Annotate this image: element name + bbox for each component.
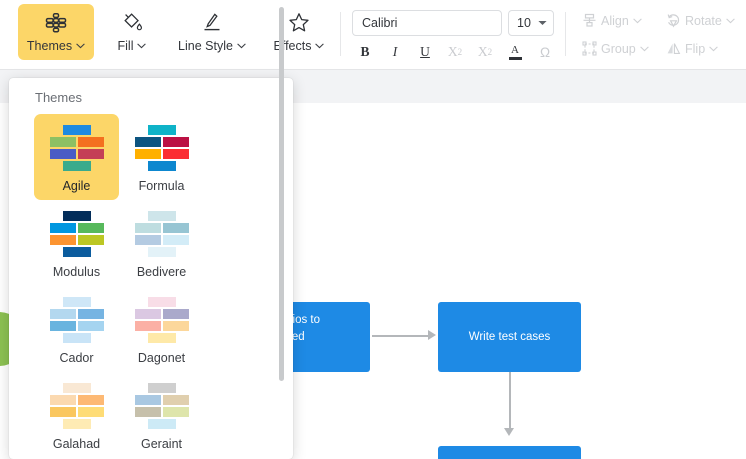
toolbar-separator <box>565 12 566 56</box>
chevron-down-icon <box>726 18 735 24</box>
chevron-down-icon <box>633 18 642 24</box>
rotate-button[interactable]: Rotate <box>666 13 735 28</box>
theme-swatch-icon <box>48 383 106 427</box>
theme-swatch-icon <box>48 297 106 341</box>
group-icon <box>582 41 597 56</box>
theme-option-cador[interactable]: Cador <box>34 286 119 372</box>
node-label: Write test cases <box>469 329 551 346</box>
paint-bucket-icon <box>121 12 143 34</box>
theme-option-modulus[interactable]: Modulus <box>34 200 119 286</box>
subscript-button[interactable]: X2 <box>440 41 470 63</box>
theme-option-label: Agile <box>63 179 91 193</box>
align-button[interactable]: Align <box>582 13 642 28</box>
theme-option-galahad[interactable]: Galahad <box>34 372 119 458</box>
themes-panel-title: Themes <box>35 90 82 105</box>
themes-button[interactable]: Themes <box>18 4 94 60</box>
theme-swatch-icon <box>133 297 191 341</box>
theme-option-label: Formula <box>139 179 185 193</box>
fill-button-label: Fill <box>118 39 147 53</box>
flip-button-label: Flip <box>685 42 705 56</box>
theme-option-label: Modulus <box>53 265 100 279</box>
rotate-button-label: Rotate <box>685 14 722 28</box>
toolbar-separator <box>340 12 341 56</box>
theme-option-label: Bedivere <box>137 265 186 279</box>
superscript-button[interactable]: X2 <box>470 41 500 63</box>
star-icon <box>288 12 310 34</box>
group-button[interactable]: Group <box>582 41 649 56</box>
theme-option-label: Cador <box>59 351 93 365</box>
theme-option-formula[interactable]: Formula <box>119 114 204 200</box>
text-format-toolbar: B I U X2 X2 A Ω <box>350 41 560 63</box>
font-size-value: 10 <box>517 16 531 30</box>
toolbar: Themes Fill <box>0 0 746 70</box>
connector-write-to-execute[interactable] <box>509 372 511 432</box>
group-button-label: Group <box>601 42 636 56</box>
themes-button-label: Themes <box>27 39 85 53</box>
flip-button[interactable]: Flip <box>666 41 718 56</box>
line-style-button[interactable]: Line Style <box>166 4 258 60</box>
theme-option-label: Geraint <box>141 437 182 451</box>
font-family-input[interactable]: Calibri <box>352 10 502 36</box>
align-button-label: Align <box>601 14 629 28</box>
theme-option-geraint[interactable]: Geraint <box>119 372 204 458</box>
line-style-button-label: Line Style <box>178 39 246 53</box>
themes-grid: Agile FormulaModulus BedivereCador DagonetG… <box>23 114 281 458</box>
theme-option-label: Galahad <box>53 437 100 451</box>
theme-option-dagonet[interactable]: Dagonet <box>119 286 204 372</box>
chevron-down-icon <box>640 46 649 52</box>
themes-panel-scrollbar[interactable] <box>279 7 284 381</box>
theme-option-bedivere[interactable]: Bedivere <box>119 200 204 286</box>
theme-option-agile[interactable]: Agile <box>34 114 119 200</box>
chevron-down-icon <box>315 43 324 49</box>
pen-underline-icon <box>200 12 224 34</box>
theme-swatch-icon <box>133 125 191 169</box>
italic-button[interactable]: I <box>380 41 410 63</box>
font-color-button[interactable]: A <box>500 41 530 63</box>
chevron-down-icon <box>709 46 718 52</box>
symbol-button[interactable]: Ω <box>530 41 560 63</box>
flowchart-node-write-test-cases[interactable]: Write test cases <box>438 302 581 372</box>
theme-swatch-icon <box>133 383 191 427</box>
align-icon <box>582 13 597 28</box>
chevron-down-icon <box>76 43 85 49</box>
chevron-down-icon <box>538 20 547 26</box>
underline-button[interactable]: U <box>410 41 440 63</box>
chevron-down-icon <box>137 43 146 49</box>
effects-button[interactable]: Effects <box>264 4 334 60</box>
flowchart-node-execute-tests[interactable]: Execute tests <box>438 446 581 459</box>
connector-map-to-write[interactable] <box>372 335 430 337</box>
connector-arrowhead-right-icon <box>428 330 436 340</box>
theme-option-label: Dagonet <box>138 351 185 365</box>
chevron-down-icon <box>237 43 246 49</box>
themes-icon <box>45 12 67 34</box>
font-size-select[interactable]: 10 <box>508 10 554 36</box>
themes-panel: Themes Agile FormulaModulus BedivereCador D… <box>9 78 293 459</box>
theme-swatch-icon <box>48 211 106 255</box>
connector-arrowhead-down-icon <box>504 428 514 436</box>
theme-swatch-icon <box>48 125 106 169</box>
rotate-icon <box>666 13 681 28</box>
bold-button[interactable]: B <box>350 41 380 63</box>
flip-icon <box>666 41 681 56</box>
theme-swatch-icon <box>133 211 191 255</box>
fill-button[interactable]: Fill <box>104 4 160 60</box>
